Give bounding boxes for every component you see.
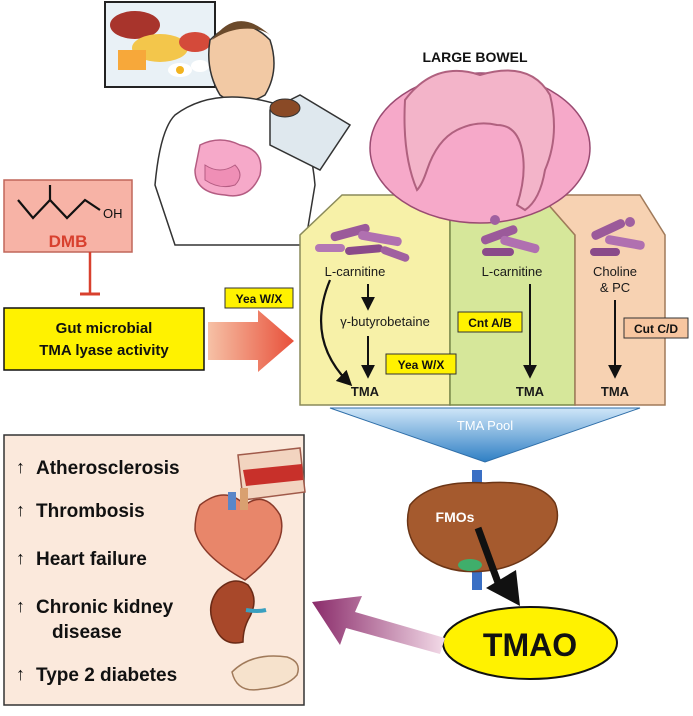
pathway-2-substrate: L-carnitine [482,264,543,279]
svg-text:TMA lyase activity: TMA lyase activity [39,342,169,359]
disease-2-arrow: ↑ [16,500,25,520]
fmos-label: FMOs [436,509,475,525]
fmo-to-tmao-arrowhead [486,570,520,606]
disease-4-arrow: ↑ [16,596,25,616]
disease-thrombosis: Thrombosis [36,501,145,522]
pathway-1-intermediate: γ-butyrobetaine [340,314,430,329]
disease-type2-diabetes: Type 2 diabetes [36,665,177,686]
bacteria-green [480,215,540,256]
svg-text:Gut microbial: Gut microbial [56,320,153,337]
food-illustration [104,1,216,88]
svg-text:Yea W/X: Yea W/X [236,292,283,306]
dmb-label: DMB [49,232,88,251]
pathway-1-product: TMA [351,384,380,399]
person-illustration [154,21,352,246]
bacteria-peach [590,217,645,256]
disease-3-arrow: ↑ [16,548,25,568]
lyase-to-panels-arrow [208,310,294,372]
enzyme-yeawx-left: Yea W/X [224,287,294,309]
liver: FMOs [406,470,559,590]
heart-illustration [194,488,283,581]
disease-1-arrow: ↑ [16,457,25,477]
disease-ckd-line2: disease [52,622,122,643]
pancreas-illustration [231,655,299,691]
svg-text:Cnt A/B: Cnt A/B [468,316,512,330]
large-bowel-title: LARGE BOWEL [423,49,528,65]
svg-text:Cut C/D: Cut C/D [634,322,678,336]
disease-box: ↑ Atherosclerosis ↑ Thrombosis ↑ Heart f… [3,434,306,706]
tma-pool-label: TMA Pool [457,418,513,433]
svg-text:Yea W/X: Yea W/X [398,358,445,372]
artery-illustration [237,447,306,501]
pathway-3-substrate-line2: & PC [600,280,630,295]
pathway-1-substrate: L-carnitine [325,264,386,279]
disease-atherosclerosis: Atherosclerosis [36,458,180,479]
pathway-2-product: TMA [516,384,545,399]
disease-heart-failure: Heart failure [36,549,147,570]
dmb-inhibitor: OH DMB [3,179,133,253]
disease-ckd-line1: Chronic kidney [36,597,174,618]
tmao-label: TMAO [483,627,577,663]
enzyme-cntab: Cnt A/B [457,311,523,333]
kidney-illustration [209,580,267,644]
pathway-3-substrate-line1: Choline [593,264,637,279]
pathway-3-product: TMA [601,384,630,399]
bacteria-yellow [315,223,410,262]
dmb-structure-icon [17,198,101,220]
tmao-node: TMAO [442,606,618,680]
tmao-to-disease-arrow [312,596,445,654]
lyase-activity-box: Gut microbial TMA lyase activity [3,307,205,371]
dmb-oh-label: OH [103,206,123,221]
disease-5-arrow: ↑ [16,664,25,684]
arrow-carnitine-to-tma-direct [319,279,353,387]
fmo-to-tmao-arrow-shaft [474,526,504,590]
large-bowel [369,69,591,224]
enzyme-cutcd: Cut C/D [623,317,689,339]
tma-pool: TMA Pool [329,407,641,463]
enzyme-yeawx-right: Yea W/X [385,353,457,375]
